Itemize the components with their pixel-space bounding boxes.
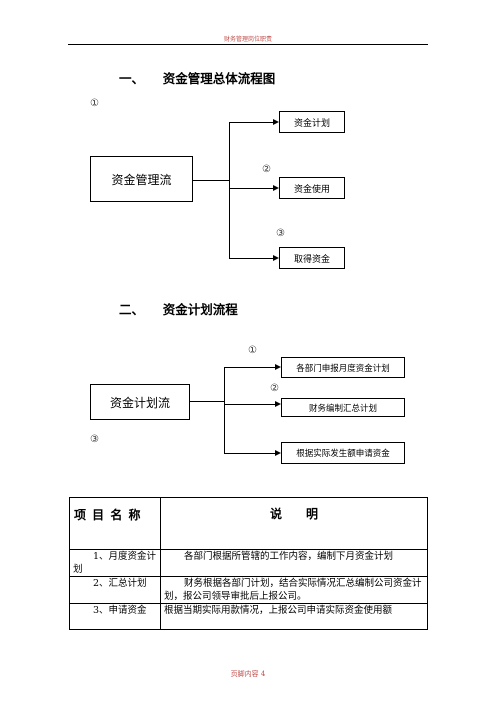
section-1-mark-3: ③ xyxy=(276,228,285,239)
connector-main xyxy=(193,180,229,181)
fund-use-label: 资金使用 xyxy=(293,184,330,195)
table-cell-name: 3、申请资金 xyxy=(69,603,161,630)
finance-summary-box: 财务编制汇总计划 xyxy=(281,398,405,417)
fund-use-box: 资金使用 xyxy=(279,177,345,199)
col-header-description: 说 明 xyxy=(160,497,428,550)
connector-branch-2-1 xyxy=(224,367,275,368)
header-rule xyxy=(68,44,428,45)
apply-funds-label: 根据实际发生额申请资金 xyxy=(296,449,390,459)
apply-funds-box: 根据实际发生额申请资金 xyxy=(281,442,405,464)
table-cell-name: 1、月度资金计划 xyxy=(69,549,161,577)
fund-plan-flow-box: 资金计划流 xyxy=(90,384,190,420)
fund-management-box: 资金管理流 xyxy=(90,156,193,202)
section-1-title: 一、 资金管理总体流程图 xyxy=(119,71,276,86)
connector-branch-1 xyxy=(229,122,273,123)
connector-branch-2-3 xyxy=(224,453,275,454)
fund-plan-flow-label: 资金计划流 xyxy=(109,395,170,410)
finance-summary-label: 财务编制汇总计划 xyxy=(308,403,377,414)
page-header: 财务管理岗位职责 xyxy=(223,36,272,43)
table-row: 3、申请资金 根据当期实际用款情况，上报公司申请实际资金使用额 xyxy=(69,603,428,630)
arrow-icon xyxy=(273,119,279,125)
page-footer: 页脚内容 4 xyxy=(230,670,266,678)
connector-branch-3 xyxy=(229,258,273,259)
col-header-item-name: 项 目 名 称 xyxy=(69,497,161,550)
table-cell-name: 2、汇总计划 xyxy=(69,576,161,604)
connector-trunk-2 xyxy=(224,367,225,453)
section-2-title: 二、 资金计划流程 xyxy=(119,302,238,317)
dept-declare-box: 各部门申报月度资金计划 xyxy=(281,357,405,378)
table-row: 2、汇总计划 财务根据各部门计划，结合实际情况汇总编制公司资金计划，报公司领导审… xyxy=(69,576,428,604)
fund-plan-label: 资金计划 xyxy=(293,118,330,129)
table-row: 1、月度资金计划 各部门根据所管辖的工作内容，编制下月资金计划 xyxy=(69,549,428,577)
fund-plan-box: 资金计划 xyxy=(279,111,345,133)
table-cell-desc: 根据当期实际用款情况，上报公司申请实际资金使用额 xyxy=(160,603,428,630)
arrow-icon xyxy=(273,255,279,261)
arrow-icon xyxy=(275,401,281,407)
connector-trunk xyxy=(229,122,230,258)
table-cell-desc: 各部门根据所管辖的工作内容，编制下月资金计划 xyxy=(160,549,428,577)
obtain-funds-label: 取得资金 xyxy=(293,254,330,265)
description-table: 项 目 名 称 说 明 1、月度资金计划 各部门根据所管辖的工作内容，编制下月资… xyxy=(69,497,428,630)
connector-main-2 xyxy=(190,401,224,402)
arrow-icon xyxy=(273,185,279,191)
section-1-mark-1: ① xyxy=(90,98,99,109)
arrow-icon xyxy=(275,364,281,370)
obtain-funds-box: 取得资金 xyxy=(279,247,345,269)
arrow-icon xyxy=(275,450,281,456)
section-2-mark-1: ① xyxy=(248,345,257,356)
table-cell-desc: 财务根据各部门计划，结合实际情况汇总编制公司资金计划，报公司领导审批后上报公司。 xyxy=(160,576,428,604)
connector-branch-2 xyxy=(229,188,273,189)
connector-branch-2-2 xyxy=(224,404,275,405)
table-header-row: 项 目 名 称 说 明 xyxy=(69,497,428,550)
section-2-mark-2: ② xyxy=(270,383,279,394)
section-2-mark-3: ③ xyxy=(90,434,99,445)
section-1-mark-2: ② xyxy=(262,164,271,175)
dept-declare-label: 各部门申报月度资金计划 xyxy=(296,363,390,374)
fund-management-box-label: 资金管理流 xyxy=(111,172,172,187)
